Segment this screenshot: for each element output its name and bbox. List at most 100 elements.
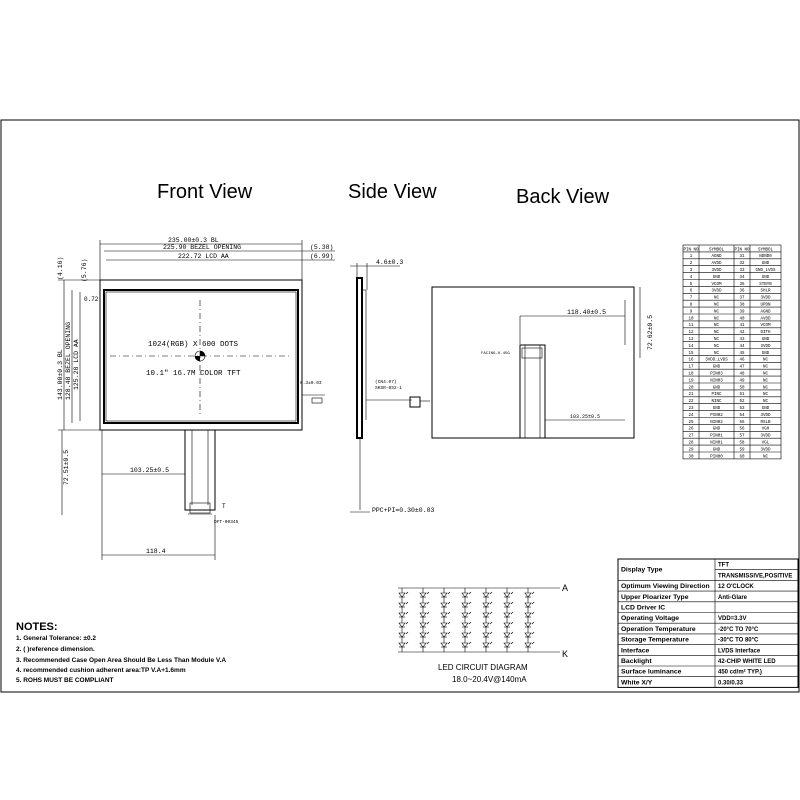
led-diode — [419, 602, 427, 608]
pin-table-cell: 28 — [688, 442, 694, 446]
dim-aa-width: 222.72 LCD AA — [178, 253, 229, 260]
pin-table-cell: 31 — [739, 255, 745, 259]
pin-table-cell: NC — [763, 386, 769, 390]
pin-table-cell: NDND0 — [759, 255, 772, 259]
pin-table-cell: 29 — [688, 448, 694, 452]
led-anode-label: A — [562, 583, 568, 593]
pin-table-cell: 48 — [739, 373, 745, 377]
pin-table-cell: PIN02 — [710, 414, 723, 418]
pin-table-cell: 54 — [739, 414, 745, 418]
pin-table-cell: GND — [762, 338, 770, 342]
pin-table-cell: 13 — [688, 338, 694, 342]
pin-table-cell: 22 — [688, 400, 694, 404]
spec-value: -20°C TO 70°C — [718, 627, 759, 633]
dim-aa-height: 125.28 LCD AA — [73, 339, 80, 390]
pin-table-cell: 14 — [688, 345, 694, 349]
spec-value: TRANSMISSIVE,POSITIVE — [718, 573, 792, 579]
pin-table-cell: NC — [763, 366, 769, 370]
pin-table-cell: 25 — [688, 421, 694, 425]
pin-table-cell: 43 — [739, 338, 745, 342]
led-diode — [461, 642, 469, 648]
led-diode — [398, 632, 406, 638]
spec-label: Interface — [621, 647, 650, 654]
led-diode — [524, 612, 532, 618]
pin-table-cell: VGL — [762, 442, 770, 446]
pin-table-cell: 44 — [739, 345, 745, 349]
front-active-area — [105, 291, 297, 422]
front-view: 1024(RGB) X 600 DOTS 10.1" 16.7M COLOR T… — [57, 237, 335, 560]
pin-table-cell: 23 — [688, 407, 694, 411]
spec-value: 450 cd/m² TYP.) — [718, 669, 762, 676]
pin-table-cell: NIN03 — [710, 379, 723, 383]
pin-table-cell: AGND — [760, 310, 771, 314]
front-size-text: 10.1" 16.7M COLOR TFT — [146, 370, 241, 378]
pin-table-cell: 3VDD — [760, 448, 771, 452]
pin-table-cell: NC — [763, 393, 769, 397]
pin-table-cell: 46 — [739, 359, 745, 363]
spec-label: Operation Temperature — [621, 626, 696, 633]
led-diode — [503, 592, 511, 598]
pin-table-cell: 8 — [690, 304, 693, 308]
pin-table-cell: 34 — [739, 276, 745, 280]
pin-table-cell: 40 — [739, 317, 745, 321]
pin-table-cell: 11 — [688, 324, 694, 328]
pin-table-cell: VGH — [762, 428, 770, 432]
led-diode — [440, 642, 448, 648]
spec-value: 12 O'CLOCK — [718, 584, 754, 590]
pin-table-cell: NIN02 — [710, 421, 723, 425]
pin-table-cell: 30 — [688, 455, 694, 459]
spec-label: Backlight — [621, 658, 652, 665]
dim-corner: 0.72 — [84, 296, 99, 303]
pin-table-cell: 3VDD_LVDS — [705, 359, 728, 363]
spec-label: Optimum Viewing Direction — [621, 583, 710, 590]
side-thickness: 4.6±0.3 — [376, 259, 403, 266]
pin-table-cell: GND — [713, 276, 721, 280]
pin-table-cell: 58 — [739, 442, 745, 446]
pin-table-cell: 17 — [688, 366, 694, 370]
pin-table-header: SYMBOL — [758, 248, 774, 252]
back-dim-v: 72.62±0.5 — [647, 315, 654, 350]
led-diode — [398, 602, 406, 608]
led-diode — [440, 622, 448, 628]
pin-table-cell: GND — [762, 407, 770, 411]
pin-table-cell: 4 — [690, 276, 693, 280]
pin-table-header: SYMBOL — [709, 248, 725, 252]
dim-right-2: (6.99) — [310, 253, 333, 260]
side-ppc: PPC+PI=0.30±0.03 — [372, 507, 435, 514]
pin-table-cell: NC — [763, 359, 769, 363]
led-diode — [482, 592, 490, 598]
pin-table-cell: 19 — [688, 379, 694, 383]
led-diode — [524, 592, 532, 598]
pin-table-cell: 56 — [739, 428, 745, 432]
led-diode — [398, 622, 406, 628]
dim-outline-height: 143.00±0.3 BL — [57, 349, 64, 400]
led-diode — [524, 642, 532, 648]
led-diode — [482, 612, 490, 618]
dim-outline-width: 235.00±0.3 BL — [168, 237, 219, 244]
pin-table-cell: NC — [714, 352, 720, 356]
side-conn-1: (CN4.07) — [375, 379, 397, 385]
pin-table-cell: 5 — [690, 283, 693, 287]
pin-table-cell: 50 — [739, 386, 745, 390]
pin-table-cell: 26 — [688, 428, 694, 432]
pin-table-cell: 6 — [690, 290, 693, 294]
pin-table-cell: GND — [713, 386, 721, 390]
spec-value: 42-CHIP WHITE LED — [718, 659, 776, 665]
back-dim-lower: 103.25±0.5 — [570, 414, 600, 420]
led-diode — [503, 622, 511, 628]
led-diode — [482, 622, 490, 628]
note-5: 5. ROHS MUST BE COMPLIANT — [16, 677, 114, 684]
pin-table-cell: GND — [713, 407, 721, 411]
led-diode — [503, 612, 511, 618]
pin-table-cell: NINC — [711, 400, 722, 404]
pin-table-cell: 2 — [690, 262, 693, 266]
pin-table-cell: 27 — [688, 435, 694, 439]
pin-table-cell: GND — [713, 366, 721, 370]
spec-value: 0.30/0.33 — [718, 680, 744, 686]
spec-label: Surface luminance — [621, 669, 682, 676]
back-view: 118.40±0.5 72.62±0.5 FACING-0.45G 103.25… — [431, 286, 654, 439]
pin-table-cell: 38 — [739, 304, 745, 308]
led-circuit: A K LED CIRCUIT DIAGRAM 18.0~20.4V@140mA — [398, 583, 568, 684]
